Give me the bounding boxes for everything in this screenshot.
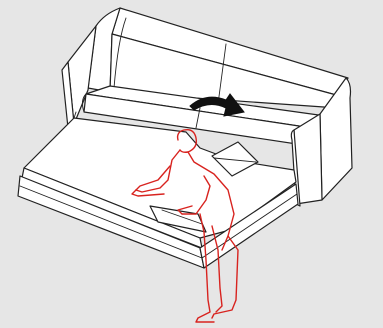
sofa-bed-illustration bbox=[0, 0, 383, 328]
sofa-bed-diagram bbox=[0, 0, 383, 328]
